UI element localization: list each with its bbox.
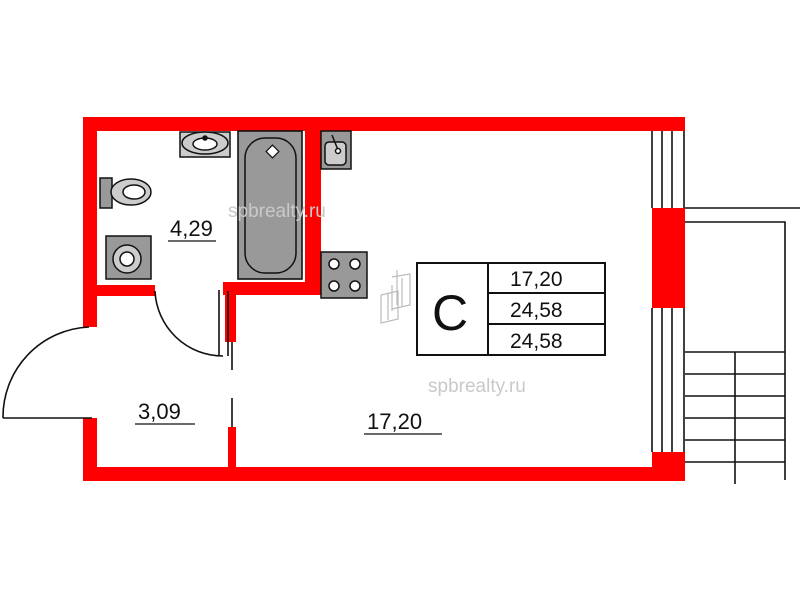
watermark-upper: spbrealty.ru bbox=[228, 201, 326, 222]
entry-door bbox=[2, 326, 94, 419]
kitchen-sink-icon bbox=[320, 130, 352, 170]
window bbox=[651, 131, 685, 452]
area-legend: С 17,20 24,58 24,58 bbox=[416, 262, 606, 356]
wall-bath-bottom-right bbox=[223, 282, 321, 295]
wall-right-bottom bbox=[652, 452, 685, 481]
watermark-lower: spbrealty.ru bbox=[428, 376, 526, 397]
bathroom-area-label: 4,29 bbox=[170, 216, 213, 241]
washing-machine-icon bbox=[105, 235, 152, 280]
wall-top bbox=[83, 117, 685, 131]
balcony bbox=[685, 207, 800, 484]
wall-bath-bottom-left bbox=[83, 285, 155, 296]
living-area-label: 17,20 bbox=[367, 409, 422, 434]
legend-total-area-2: 24,58 bbox=[510, 330, 563, 353]
bathroom-door bbox=[154, 290, 233, 427]
hall-area-label: 3,09 bbox=[138, 399, 181, 424]
toilet-icon bbox=[99, 177, 152, 209]
washbasin-icon bbox=[179, 131, 231, 158]
wall-bath-partition bbox=[305, 117, 321, 288]
cabinet-icon bbox=[380, 270, 411, 324]
bathtub-icon bbox=[237, 130, 303, 280]
wall-partition-lower bbox=[228, 427, 236, 472]
stove-icon bbox=[320, 251, 368, 299]
wall-partition-upper bbox=[225, 282, 236, 342]
apartment-type-letter: С bbox=[432, 285, 468, 341]
wall-left-upper bbox=[83, 117, 97, 327]
legend-total-area: 24,58 bbox=[510, 299, 563, 322]
wall-bottom bbox=[83, 467, 685, 481]
legend-living-area: 17,20 bbox=[510, 268, 563, 291]
wall-right-middle bbox=[652, 208, 685, 308]
wall-left-lower bbox=[83, 418, 97, 481]
walls bbox=[83, 117, 685, 481]
